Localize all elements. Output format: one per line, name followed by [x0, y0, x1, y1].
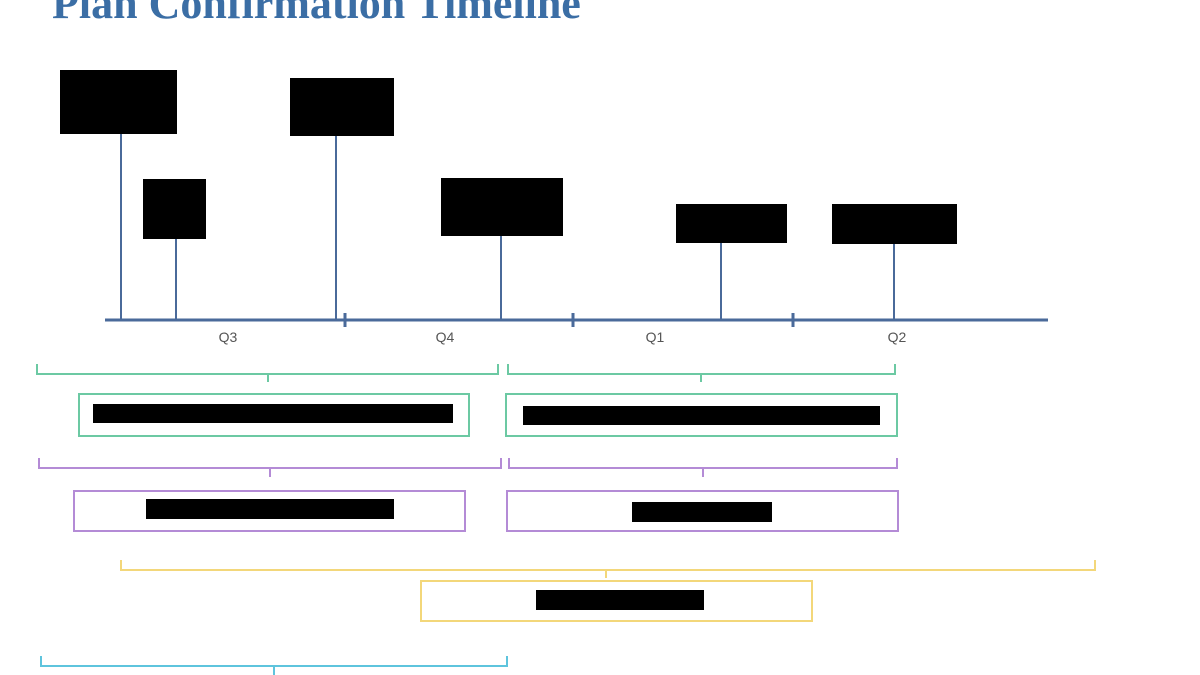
yellow-bracket	[120, 560, 1096, 578]
purple-bracket	[38, 458, 502, 477]
phase-label-redacted	[632, 502, 772, 522]
yellow-phase-box	[420, 580, 813, 622]
green-phase-box	[78, 393, 470, 437]
green-phase-box	[505, 393, 898, 437]
milestone-label-redacted	[143, 179, 206, 239]
milestone-label-redacted	[290, 78, 394, 136]
purple-phase-box	[73, 490, 466, 532]
purple-phase-box	[506, 490, 899, 532]
green-bracket	[36, 364, 499, 382]
phase-label-redacted	[536, 590, 704, 610]
milestone-label-redacted	[832, 204, 957, 244]
page-title: Plan Confirmation Timeline	[52, 0, 581, 28]
phase-label-redacted	[523, 406, 880, 425]
quarter-label-q3: Q3	[219, 329, 238, 345]
milestone-label-redacted	[676, 204, 787, 243]
purple-bracket	[508, 458, 898, 477]
quarter-label-q1: Q1	[646, 329, 665, 345]
quarter-label-q4: Q4	[436, 329, 455, 345]
green-bracket	[507, 364, 896, 382]
phase-label-redacted	[93, 404, 453, 423]
phase-label-redacted	[146, 499, 394, 519]
milestone-label-redacted	[60, 70, 177, 134]
quarter-label-q2: Q2	[888, 329, 907, 345]
milestone-label-redacted	[441, 178, 563, 236]
cyan-bracket	[40, 656, 508, 675]
